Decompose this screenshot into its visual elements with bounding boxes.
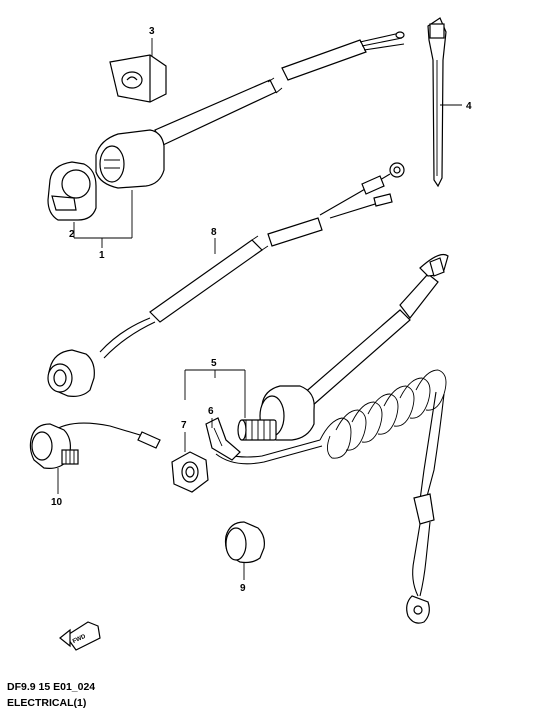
part-10-sensor-switch[interactable] bbox=[29, 422, 161, 469]
leader-lines bbox=[57, 38, 462, 580]
diagram-section-title: ELECTRICAL(1) bbox=[7, 697, 87, 709]
callout-4: 4 bbox=[466, 101, 472, 112]
callout-3: 3 bbox=[149, 26, 155, 37]
part-5-stop-switch[interactable] bbox=[237, 253, 449, 441]
callout-5: 5 bbox=[211, 358, 217, 369]
callout-7: 7 bbox=[181, 420, 187, 431]
part-7-nut[interactable] bbox=[171, 451, 209, 493]
part-1-socket-harness[interactable] bbox=[95, 31, 405, 189]
part-2-cap[interactable] bbox=[47, 161, 97, 221]
diagram-code: DF9.9 15 E01_024 bbox=[7, 681, 96, 693]
part-4-cable-tie[interactable] bbox=[427, 17, 447, 188]
callouts: 3 4 2 1 8 5 6 7 9 10 bbox=[51, 26, 472, 594]
callout-1: 1 bbox=[99, 250, 105, 261]
callout-2: 2 bbox=[69, 229, 75, 240]
callout-9: 9 bbox=[240, 583, 246, 594]
callout-10: 10 bbox=[51, 497, 63, 508]
lanyard-coil[interactable] bbox=[213, 369, 447, 624]
part-6-clip[interactable] bbox=[205, 417, 241, 461]
fwd-badge-label: FWD bbox=[72, 634, 88, 645]
callout-6: 6 bbox=[208, 406, 214, 417]
callout-8: 8 bbox=[211, 227, 217, 238]
part-9-cap[interactable] bbox=[224, 521, 265, 564]
part-3-grommet[interactable] bbox=[109, 54, 167, 103]
part-8-switch-harness[interactable] bbox=[47, 162, 405, 397]
fwd-badge: FWD bbox=[59, 621, 101, 651]
